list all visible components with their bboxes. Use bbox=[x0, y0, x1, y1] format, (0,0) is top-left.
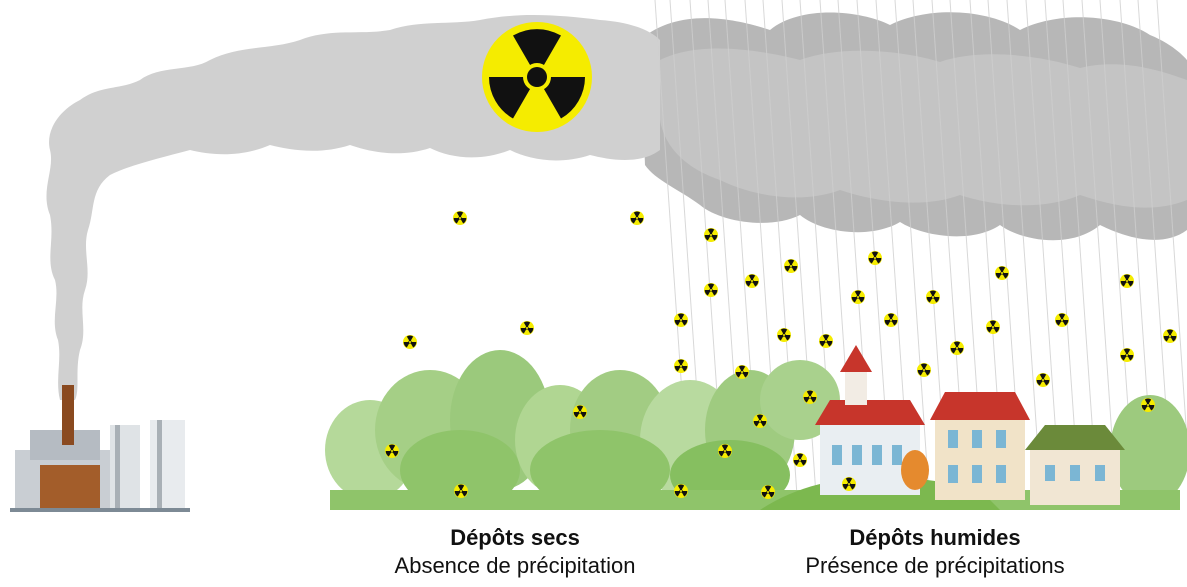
radiation-particle-icon bbox=[385, 444, 399, 458]
radiation-particle-icon bbox=[917, 363, 931, 377]
radiation-particle-icon bbox=[704, 283, 718, 297]
wet-deposition-title: Dépôts humides bbox=[849, 525, 1021, 550]
dry-deposition-title: Dépôts secs bbox=[450, 525, 580, 550]
radiation-particle-icon bbox=[1055, 313, 1069, 327]
radiation-particle-icon bbox=[851, 290, 865, 304]
nuclear-plant-icon bbox=[10, 385, 190, 512]
village bbox=[815, 345, 1125, 505]
radiation-particle-icon bbox=[718, 444, 732, 458]
radiation-particle-icon bbox=[761, 485, 775, 499]
radiation-particle-icon bbox=[403, 335, 417, 349]
dry-deposition-caption: Dépôts secs Absence de précipitation bbox=[340, 524, 690, 580]
radiation-particle-icon bbox=[704, 228, 718, 242]
radiation-particle-icon bbox=[745, 274, 759, 288]
radiation-particle-icon bbox=[674, 313, 688, 327]
radiation-particle-icon bbox=[735, 365, 749, 379]
radiation-particle-icon bbox=[777, 328, 791, 342]
radiation-particle-icon bbox=[753, 414, 767, 428]
radiation-particle-icon bbox=[1163, 329, 1177, 343]
radiation-particle-icon bbox=[926, 290, 940, 304]
dry-deposition-subtitle: Absence de précipitation bbox=[394, 553, 636, 578]
radiation-particle-icon bbox=[630, 211, 644, 225]
radiation-particle-icon bbox=[1036, 373, 1050, 387]
radiation-particle-icon bbox=[453, 211, 467, 225]
radiation-particle-icon bbox=[784, 259, 798, 273]
radiation-particle-icon bbox=[819, 334, 833, 348]
radiation-particle-icon bbox=[884, 313, 898, 327]
radiation-particle-icon bbox=[520, 321, 534, 335]
radiation-particle-icon bbox=[995, 266, 1009, 280]
radiation-particle-icon bbox=[868, 251, 882, 265]
radiation-particle-icon bbox=[986, 320, 1000, 334]
radiation-particle-icon bbox=[950, 341, 964, 355]
radiation-particle-icon bbox=[803, 390, 817, 404]
radiation-particle-icon bbox=[454, 484, 468, 498]
radiation-particle-icon bbox=[1120, 348, 1134, 362]
radiation-particle-icon bbox=[842, 477, 856, 491]
radiation-icon bbox=[482, 22, 592, 132]
radiation-particle-icon bbox=[1141, 398, 1155, 412]
radiation-particle-icon bbox=[573, 405, 587, 419]
radiation-particle-icon bbox=[793, 453, 807, 467]
radiation-particle-icon bbox=[1120, 274, 1134, 288]
wet-deposition-caption: Dépôts humides Présence de précipitation… bbox=[760, 524, 1110, 580]
wet-deposition-subtitle: Présence de précipitations bbox=[805, 553, 1065, 578]
radiation-particle-icon bbox=[674, 484, 688, 498]
radiation-particle-icon bbox=[674, 359, 688, 373]
